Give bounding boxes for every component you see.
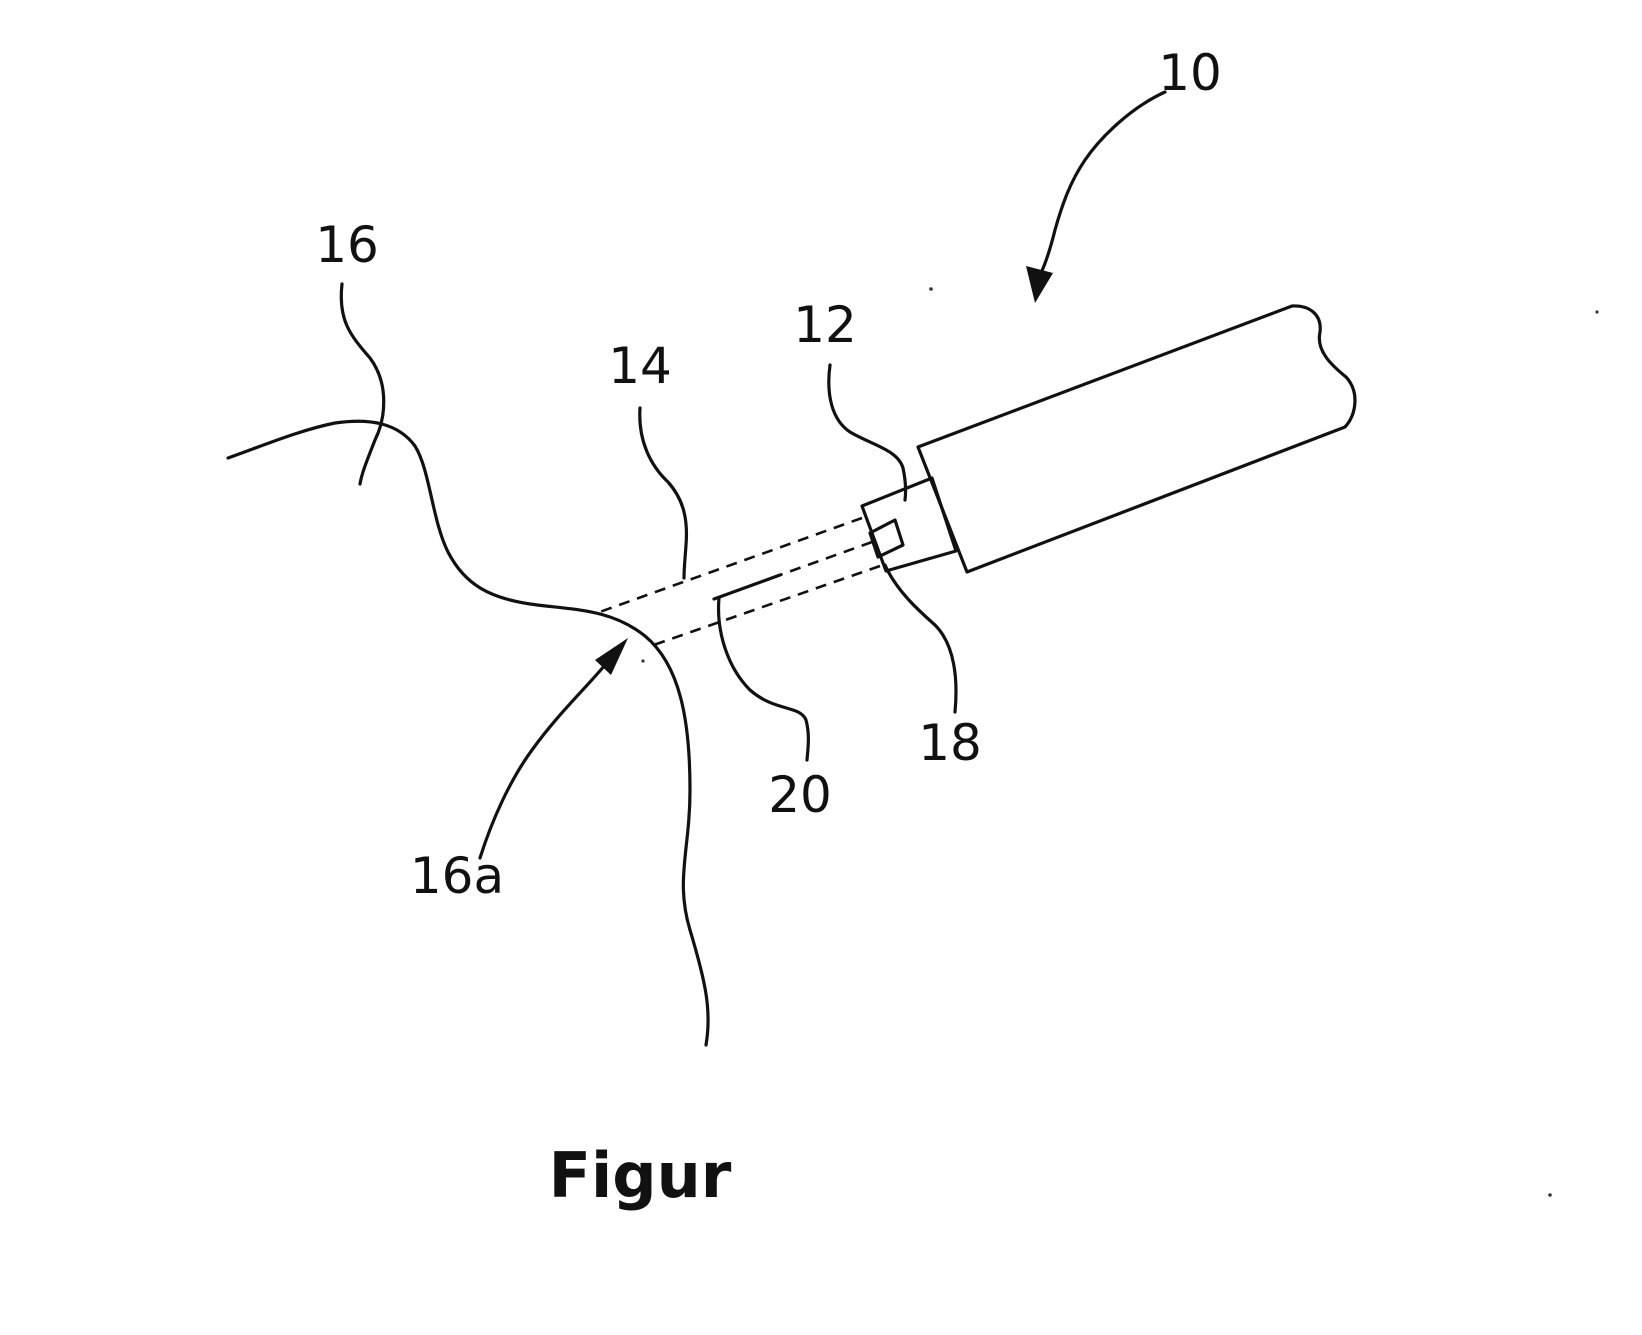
leader-12 bbox=[829, 365, 906, 500]
scan-speck bbox=[1548, 1193, 1552, 1197]
arrowhead-10 bbox=[1026, 266, 1053, 303]
scan-speck bbox=[929, 287, 933, 291]
tissue-curve bbox=[228, 421, 708, 1045]
beam-upper-dashed bbox=[594, 518, 862, 614]
tool-neck bbox=[862, 478, 956, 571]
leader-16a bbox=[480, 665, 605, 858]
ref-label-20: 20 bbox=[768, 766, 832, 824]
leader-16 bbox=[341, 284, 384, 484]
element-20-line bbox=[714, 575, 780, 599]
ref-label-18: 18 bbox=[918, 714, 982, 772]
beam-middle-dashed bbox=[780, 542, 872, 575]
scan-speck bbox=[1595, 310, 1598, 313]
ref-label-14: 14 bbox=[608, 337, 672, 395]
leader-20 bbox=[719, 598, 809, 760]
ref-label-16: 16 bbox=[315, 216, 379, 274]
ref-label-10: 10 bbox=[1158, 44, 1222, 102]
leader-10 bbox=[1040, 92, 1165, 275]
scan-speck bbox=[641, 659, 644, 662]
ref-label-12: 12 bbox=[793, 296, 857, 354]
figure-caption: Figur bbox=[549, 1139, 732, 1212]
leader-14 bbox=[640, 408, 687, 578]
leader-18 bbox=[885, 565, 956, 712]
ref-label-16a: 16a bbox=[410, 847, 504, 905]
tool-housing bbox=[918, 306, 1355, 572]
